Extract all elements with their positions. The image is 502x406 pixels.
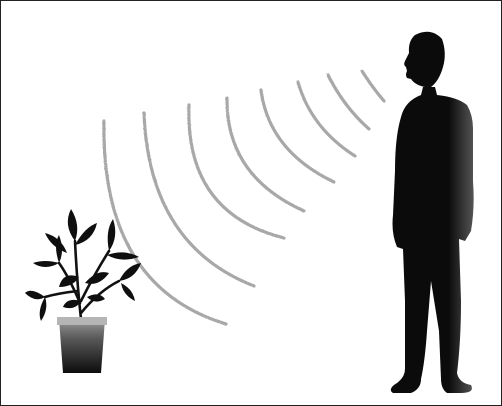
wave-arc-1 — [362, 71, 384, 101]
signal-waves — [104, 71, 384, 324]
plant-pot-rim — [57, 317, 107, 325]
plant-pot — [59, 319, 105, 373]
wave-arc-2 — [328, 75, 369, 129]
wave-arc-8 — [104, 121, 226, 324]
person-head — [404, 32, 445, 87]
wave-arc-7 — [144, 113, 254, 286]
wave-arc-4 — [261, 90, 334, 182]
plant-leaves — [25, 209, 141, 321]
person-body — [391, 87, 474, 393]
wave-arc-3 — [298, 82, 355, 156]
plant-stems — [45, 241, 119, 319]
person-icon — [391, 32, 474, 393]
